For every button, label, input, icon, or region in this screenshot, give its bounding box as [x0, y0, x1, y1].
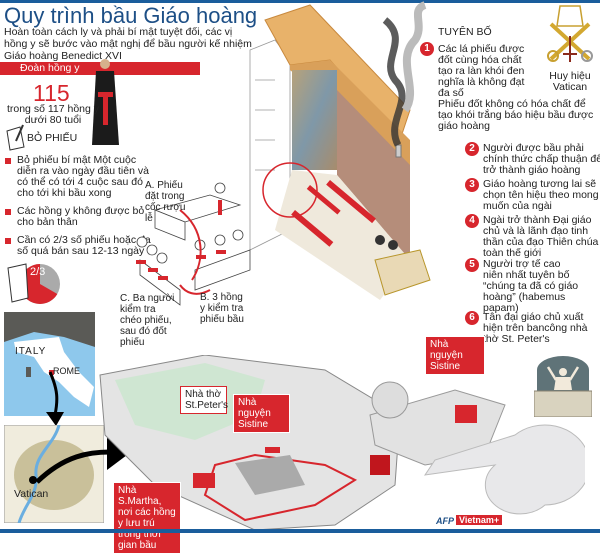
step-number-3: 3: [465, 178, 479, 192]
pope-balcony-illustration: [534, 356, 592, 417]
voting-scene-illustration: [136, 182, 251, 306]
announce-header: TUYÊN BỐ: [438, 26, 492, 38]
cardinals-header: Đoàn hồng y: [0, 62, 200, 75]
cardinal-figure-icon: [92, 59, 119, 145]
announce-item-2: Người được bầu phải chính thức chấp thuậ…: [483, 142, 600, 176]
cardinal-count-line2: dưới 80 tuổi: [24, 114, 82, 126]
announce-item-5: Người trợ tế cao niên nhất tuyên bố “chú…: [483, 258, 579, 314]
voting-rule: Bỏ phiếu bí mật Một cuộc diễn ra vào ngà…: [4, 155, 154, 199]
voting-header: BỎ PHIẾU: [27, 132, 78, 144]
rome-label: ROME: [53, 366, 80, 376]
santa-martha-label: Nhà S.Martha, nơi các hồng y lưu trú tro…: [113, 482, 181, 554]
sistine-chapel-illustration: [249, 1, 431, 300]
afp-logo: AFP: [436, 516, 454, 526]
arrow-right-icon: [35, 438, 131, 484]
st-peters-label: Nhà thờ St.Peter's: [180, 386, 228, 414]
announce-item-6: Tân đại giáo chủ xuất hiện trên bancông …: [483, 311, 588, 345]
step-number-5: 5: [465, 258, 479, 272]
voting-rule: Cần có 2/3 số phiếu hoặc đa số quá bán s…: [4, 235, 154, 257]
emblem-label: Huy hiệu Vatican: [549, 70, 591, 93]
announce-item-3: Giáo hoàng tương lai sẽ chọn tên hiệu th…: [483, 178, 599, 212]
voting-rule: Các hồng y không được bỏ cho bản thân: [4, 206, 154, 228]
two-thirds-pie: [7, 263, 60, 304]
announce-item-4: Ngài trở thành Đại giáo chủ và là lãnh đ…: [483, 214, 599, 259]
page-title: Quy trình bầu Giáo hoàng: [4, 3, 258, 28]
bottom-bar: [0, 529, 600, 533]
italy-label: ITALY: [15, 346, 47, 357]
pie-label: 2/3: [30, 266, 46, 278]
step-c-label: C. Ba người kiểm tra chéo phiếu, sau đó …: [120, 293, 175, 348]
intro-text: Hoàn toàn cách ly và phải bí mật tuyệt đ…: [4, 26, 252, 62]
cardinal-count: 115: [33, 80, 70, 106]
step-number-1: 1: [420, 42, 434, 56]
step-number-6: 6: [465, 311, 479, 325]
vatican-label: Vatican: [14, 488, 49, 500]
cardinal-count-line1: trong số 117 hồng y: [6, 103, 100, 115]
vatican-emblem-icon: [547, 5, 593, 62]
vietnamplus-logo: Vietnam+: [456, 515, 503, 525]
arrow-down-icon: [46, 371, 64, 426]
st-peters-basilica-illustration: [369, 381, 585, 515]
sistine-label-right: Nhà nguyện Sistine: [425, 336, 485, 375]
step-number-2: 2: [465, 142, 479, 156]
italy-map: [4, 312, 95, 416]
sistine-label: Nhà nguyện Sistine: [233, 394, 290, 433]
step-number-4: 4: [465, 214, 479, 228]
step-b-label: B. 3 hồng y kiểm tra phiếu bầu: [200, 292, 244, 325]
step-a-label: A. Phiếu đặt trong cốc rượu lễ: [145, 180, 186, 224]
voting-rules: Bỏ phiếu bí mật Một cuộc diễn ra vào ngà…: [4, 155, 154, 264]
top-bar: [0, 0, 600, 3]
pie-slice-two-thirds: [20, 264, 58, 304]
ballot-pen-icon: [6, 124, 25, 151]
announce-item-1-extra: Phiếu đốt không có hóa chất để tạo khói …: [438, 98, 594, 132]
announce-item-1: Các lá phiếu được đốt cùng hóa chất tạo …: [438, 43, 525, 99]
